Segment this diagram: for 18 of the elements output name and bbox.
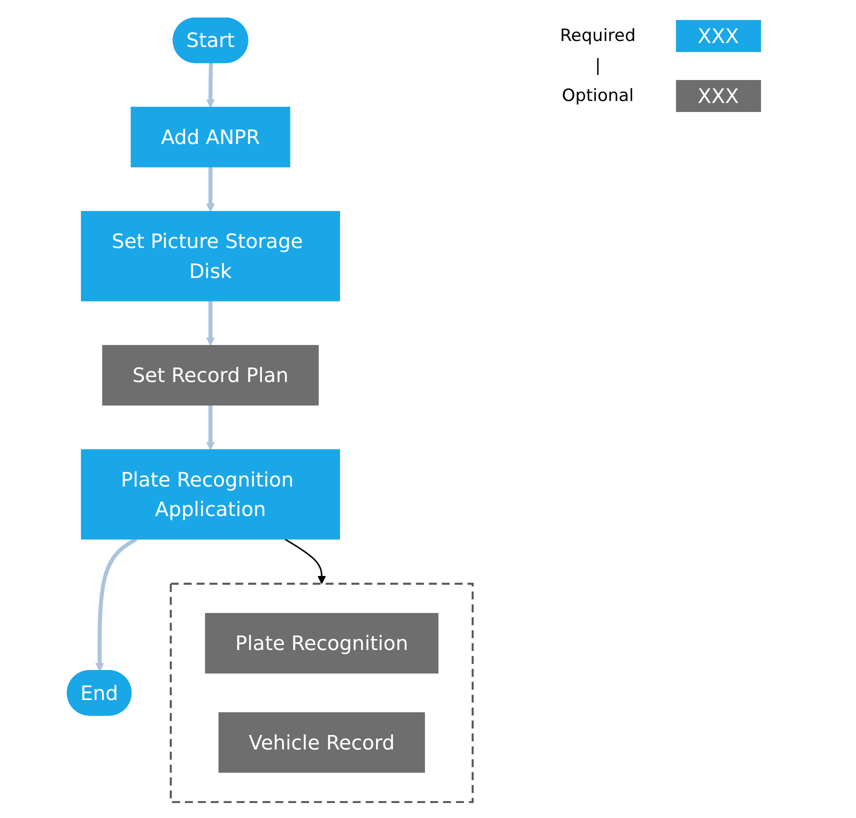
arrow — [95, 537, 138, 672]
cluster — [170, 582, 474, 804]
separator-text: | — [594, 56, 602, 76]
arrow — [206, 405, 215, 450]
legend-swatch: XXX — [676, 80, 761, 112]
legend-swatch: XXX — [676, 20, 761, 52]
node-box: Add ANPR — [130, 106, 290, 168]
legend-label: Required — [560, 26, 636, 46]
legend-label: Optional — [560, 86, 635, 106]
arrow — [206, 166, 215, 212]
node-box: Vehicle Record — [218, 712, 425, 773]
node-box: Set Record Plan — [102, 344, 319, 406]
node-box: Set Picture Storage Disk — [80, 211, 340, 302]
node-box: Plate Recognition — [205, 612, 438, 674]
arrow — [206, 300, 215, 346]
node-box: Plate Recognition Application — [80, 449, 340, 540]
arrow — [206, 63, 215, 108]
arrow — [284, 538, 326, 584]
